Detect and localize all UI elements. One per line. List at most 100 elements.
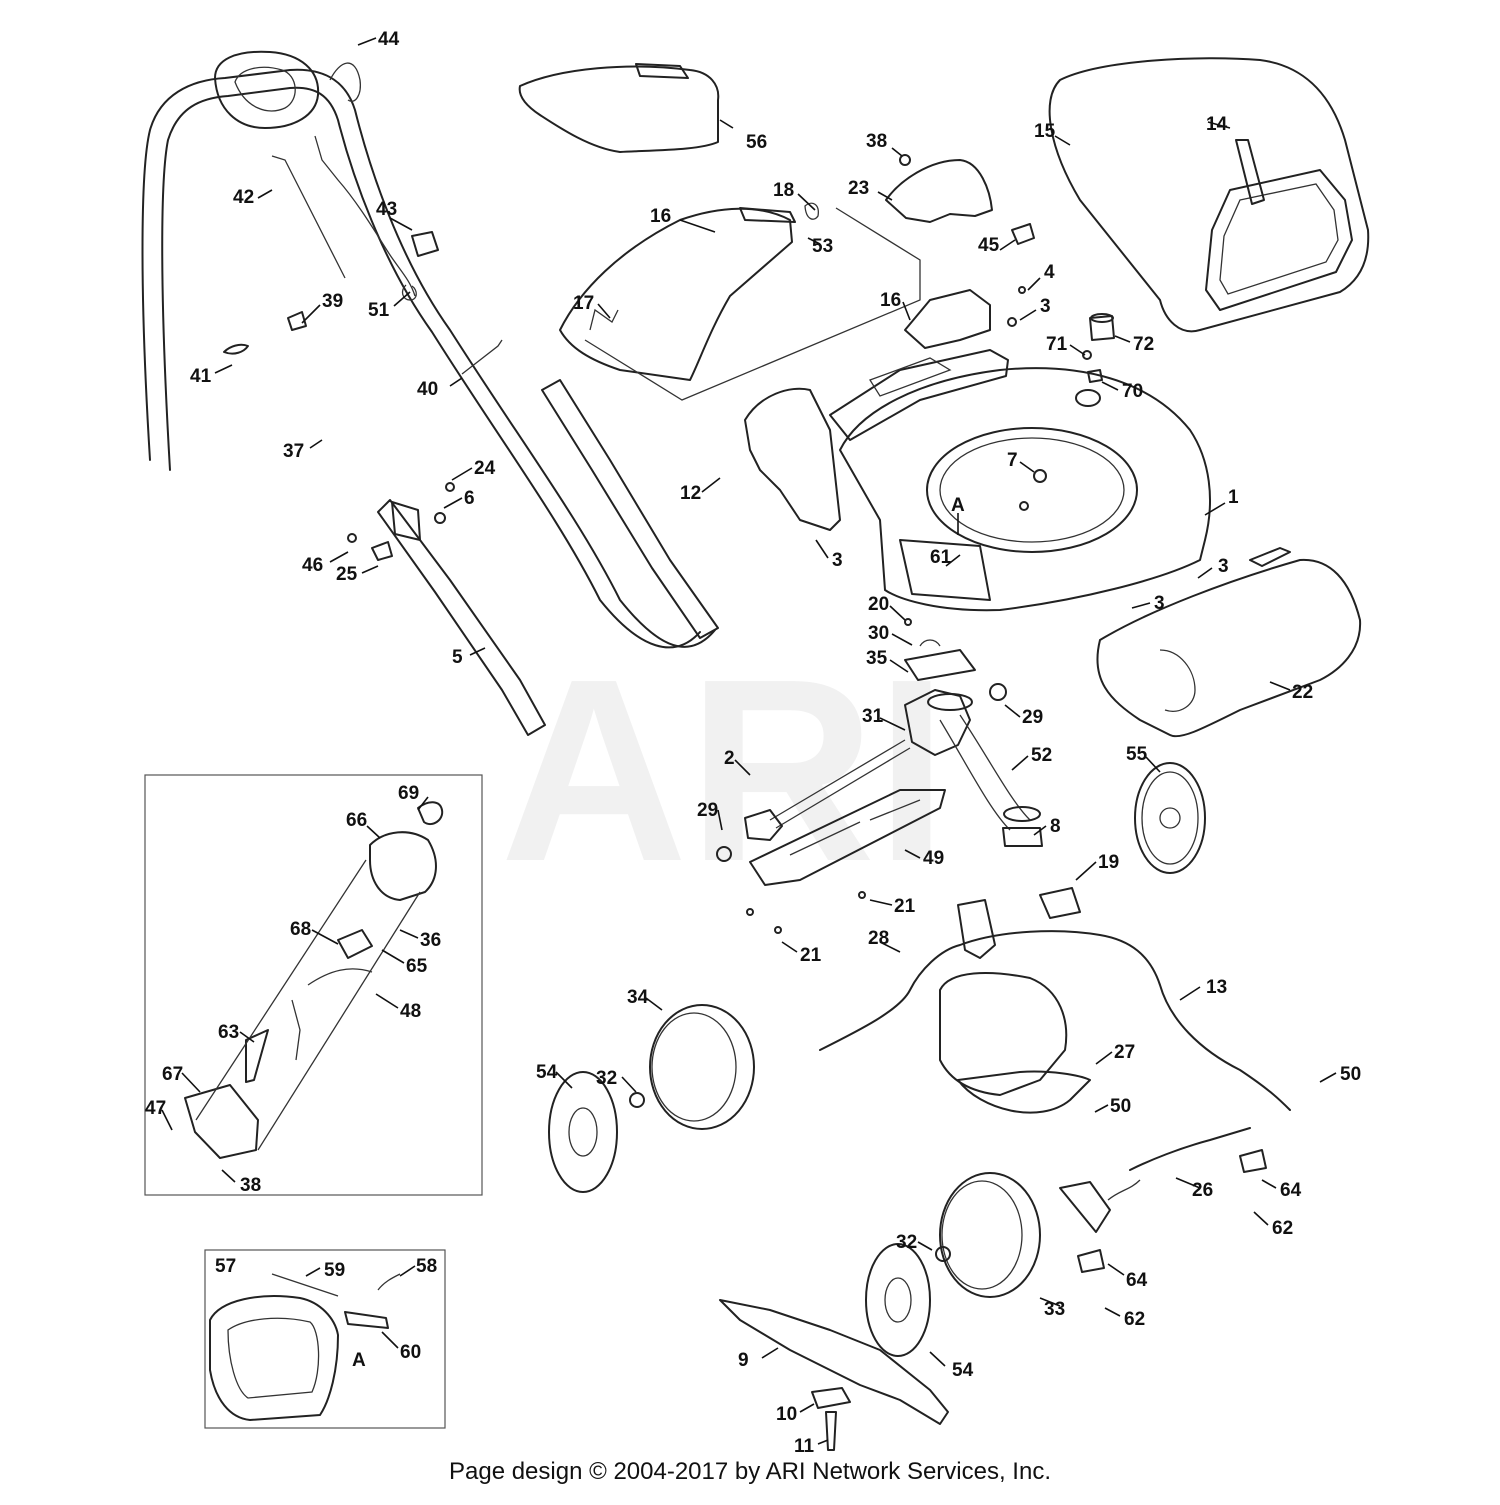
callout-51: 51 (368, 300, 390, 321)
callout-16-top: 16 (650, 206, 671, 227)
callout-13: 13 (1206, 977, 1227, 998)
callout-66: 66 (346, 810, 367, 831)
callout-10: 10 (776, 1404, 797, 1425)
callout-21-right: 21 (894, 896, 916, 917)
blade-assembly (719, 1299, 949, 1451)
callout-69: 69 (398, 783, 419, 804)
callout-18: 18 (773, 180, 794, 201)
callout-32-right: 32 (896, 1232, 917, 1253)
callout-46: 46 (302, 555, 323, 576)
callout-23: 23 (848, 178, 869, 199)
callout-27: 27 (1114, 1042, 1135, 1063)
callout-5: 5 (452, 647, 463, 668)
callout-58: 58 (416, 1256, 437, 1277)
callout-14: 14 (1206, 114, 1228, 135)
callout-29-right: 29 (1022, 707, 1043, 728)
callout-64-top: 64 (1280, 1180, 1302, 1201)
callout-55: 55 (1126, 744, 1148, 765)
callout-59: 59 (324, 1260, 345, 1281)
callout-35: 35 (866, 648, 888, 669)
callout-50-mid: 50 (1110, 1096, 1131, 1117)
callout-22: 22 (1292, 682, 1313, 703)
callout-3-left: 3 (832, 550, 843, 571)
callout-34: 34 (627, 987, 649, 1008)
callout-68: 68 (290, 919, 311, 940)
callout-52: 52 (1031, 745, 1052, 766)
callout-1: 1 (1228, 487, 1239, 508)
callout-9: 9 (738, 1350, 749, 1371)
callout-21-bottom: 21 (800, 945, 822, 966)
callout-3-right: 3 (1218, 556, 1229, 577)
callout-33: 33 (1044, 1299, 1065, 1320)
callout-50-right: 50 (1340, 1064, 1361, 1085)
callout-17: 17 (573, 293, 594, 314)
inset-control (144, 774, 483, 1196)
callout-45: 45 (978, 235, 1000, 256)
drive-assembly (716, 618, 1206, 934)
callout-12: 12 (680, 483, 701, 504)
callout-3-bottom: 3 (1154, 593, 1165, 614)
callout-38-inset: 38 (240, 1175, 261, 1196)
chute-and-bag (518, 57, 1370, 401)
callout-labels: 44 56 42 43 51 39 41 40 37 24 6 46 25 5 … (145, 29, 1361, 1457)
callout-38-top: 38 (866, 131, 887, 152)
callout-57: 57 (215, 1256, 236, 1277)
callout-43: 43 (376, 199, 397, 220)
callout-60: 60 (400, 1342, 421, 1363)
callout-44: 44 (378, 29, 400, 50)
callout-47: 47 (145, 1098, 166, 1119)
callout-11: 11 (794, 1436, 815, 1457)
leader-lines (161, 37, 1337, 1445)
callout-64-bottom: 64 (1126, 1270, 1148, 1291)
callout-40: 40 (417, 379, 438, 400)
handle-assembly (141, 50, 719, 736)
callout-7: 7 (1007, 450, 1018, 471)
callout-31: 31 (862, 706, 884, 727)
callout-67: 67 (162, 1064, 183, 1085)
ref-a-inset: A (352, 1350, 366, 1371)
callout-37: 37 (283, 441, 304, 462)
callout-62-bottom: 62 (1124, 1309, 1145, 1330)
callout-65: 65 (406, 956, 428, 977)
callout-54-left: 54 (536, 1062, 558, 1083)
callout-15: 15 (1034, 121, 1056, 142)
ari-watermark: ARI (500, 626, 948, 916)
callout-62-top: 62 (1272, 1218, 1293, 1239)
callout-56: 56 (746, 132, 767, 153)
callout-36: 36 (420, 930, 441, 951)
callout-8: 8 (1050, 816, 1061, 837)
callout-53: 53 (812, 236, 833, 257)
callout-61: 61 (930, 547, 952, 568)
callout-41: 41 (190, 366, 212, 387)
inset-mulch-plug (204, 1249, 446, 1429)
callout-42: 42 (233, 187, 254, 208)
callout-49: 49 (923, 848, 944, 869)
callout-29-left: 29 (697, 800, 718, 821)
copyright-footer: Page design © 2004-2017 by ARI Network S… (448, 1458, 1051, 1485)
callout-28: 28 (868, 928, 889, 949)
callout-20: 20 (868, 594, 889, 615)
callout-72: 72 (1133, 334, 1154, 355)
callout-2: 2 (724, 748, 735, 769)
callout-48: 48 (400, 1001, 421, 1022)
callout-30: 30 (868, 623, 889, 644)
wheels-and-axle (548, 887, 1291, 1357)
callout-16-mid: 16 (880, 290, 901, 311)
callout-39: 39 (322, 291, 343, 312)
callout-26: 26 (1192, 1180, 1213, 1201)
ref-a-deck: A (951, 495, 965, 516)
callout-3-top: 3 (1040, 296, 1051, 317)
callout-54-right: 54 (952, 1360, 974, 1381)
callout-71: 71 (1046, 334, 1068, 355)
callout-6: 6 (464, 488, 475, 509)
callout-4: 4 (1044, 262, 1055, 283)
callout-63: 63 (218, 1022, 239, 1043)
callout-24: 24 (474, 458, 496, 479)
deck-assembly (744, 223, 1362, 738)
callout-25: 25 (336, 564, 358, 585)
callout-70: 70 (1122, 381, 1143, 402)
callout-32-left: 32 (596, 1068, 617, 1089)
callout-19: 19 (1098, 852, 1119, 873)
